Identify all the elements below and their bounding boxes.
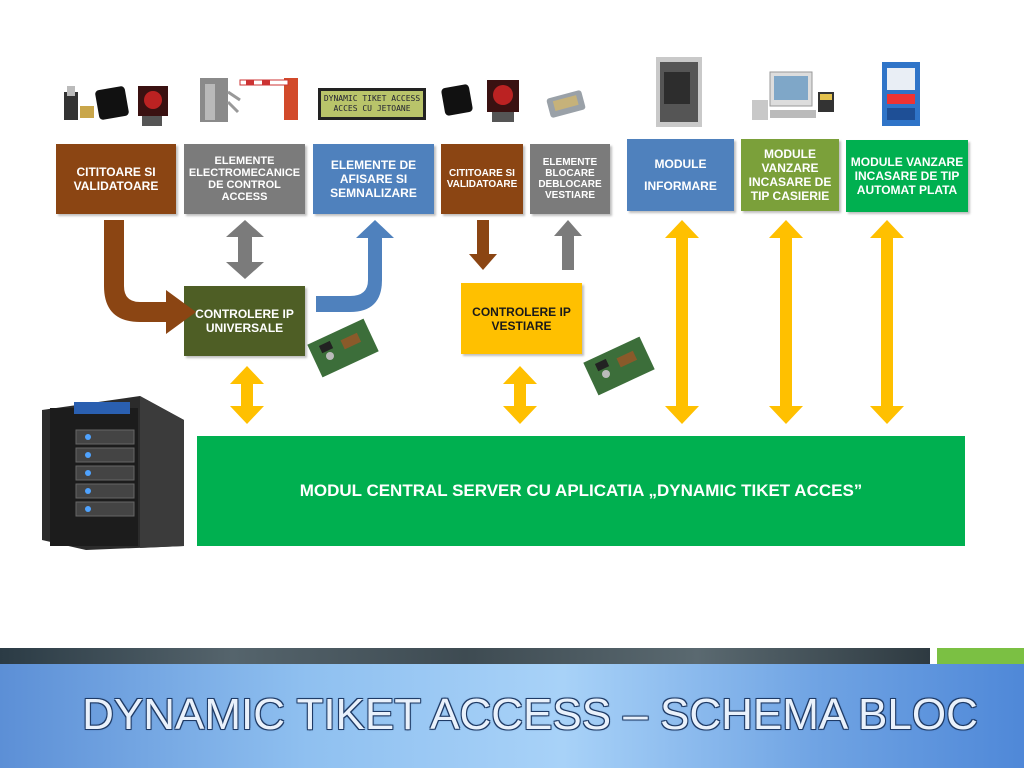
- arrow-grey-double: [226, 220, 264, 279]
- card-reader-icon: [64, 86, 168, 126]
- box-elemente-blocare: ELEMENTE BLOCARE DEBLOCARE VESTIARE: [530, 144, 610, 214]
- box-label: MODULE VANZARE INCASARE DE TIP AUTOMAT P…: [850, 155, 964, 197]
- footer-stripe-dark: [0, 648, 930, 664]
- footer-stripe-green: [937, 648, 1024, 664]
- box-module-vanzare-automat: MODULE VANZARE INCASARE DE TIP AUTOMAT P…: [846, 140, 968, 212]
- arrow-brown-bent: [104, 220, 196, 334]
- lcd-display-icon: DYNAMIC TIKET ACCESS ACCES CU JETOANE: [318, 88, 426, 120]
- arrow-grey-up: [554, 220, 582, 270]
- box-module-informare: MODULE INFORMARE: [627, 139, 734, 211]
- lcd-line-1: DYNAMIC TIKET ACCESS: [323, 94, 421, 103]
- box-label-line-1: MODULE: [654, 157, 707, 171]
- box-modul-central: MODUL CENTRAL SERVER CU APLICATIA „DYNAM…: [197, 436, 965, 546]
- card-reader-icon: [441, 80, 519, 122]
- pcb-controller-icon: [307, 318, 379, 378]
- box-controlere-universale: CONTROLERE IP UNIVERSALE: [184, 286, 305, 356]
- box-cititoare-validatoare: CITITOARE SI VALIDATOARE: [56, 144, 176, 214]
- arrow-yellow-double: [230, 366, 264, 424]
- box-label: CONTROLERE IP VESTIARE: [472, 304, 571, 333]
- box-controlere-vestiare: CONTROLERE IP VESTIARE: [461, 283, 582, 354]
- box-label: ELEMENTE BLOCARE DEBLOCARE VESTIARE: [538, 157, 602, 201]
- arrow-yellow-double: [769, 220, 803, 424]
- box-label: CITITOARE SI VALIDATOARE: [73, 165, 159, 193]
- box-label: MODULE VANZARE INCASARE DE TIP CASIERIE: [748, 147, 832, 203]
- kiosk-icon: [656, 57, 702, 127]
- box-module-vanzare-casierie: MODULE VANZARE INCASARE DE TIP CASIERIE: [741, 139, 839, 211]
- box-cititoare-validatoare-2: CITITOARE SI VALIDATOARE: [441, 144, 523, 214]
- box-elemente-afisare: ELEMENTE DE AFISARE SI SEMNALIZARE: [313, 144, 434, 214]
- turnstile-icon: [200, 78, 241, 122]
- lock-icon: [546, 90, 586, 118]
- arrow-yellow-double: [870, 220, 904, 424]
- box-label: ELEMENTE ELECTROMECANICE DE CONTROL ACCE…: [188, 155, 301, 203]
- box-label-line-2: INFORMARE: [644, 179, 717, 193]
- arrow-yellow-double: [665, 220, 699, 424]
- footer-band: [0, 664, 1024, 768]
- box-label: MODUL CENTRAL SERVER CU APLICATIA „DYNAM…: [299, 481, 863, 500]
- arrow-blue-bent: [316, 220, 394, 312]
- box-label: CITITOARE SI VALIDATOARE: [446, 168, 518, 190]
- lcd-line-2: ACCES CU JETOANE: [333, 104, 411, 113]
- payment-machine-icon: [882, 62, 920, 126]
- barrier-icon: [239, 78, 298, 120]
- slide-title: DYNAMIC TIKET ACCESS – SCHEMA BLOC: [82, 690, 978, 739]
- box-elemente-electromecanice: ELEMENTE ELECTROMECANICE DE CONTROL ACCE…: [184, 144, 305, 214]
- nas-server-icon: [42, 396, 184, 550]
- arrow-brown-down: [469, 220, 497, 270]
- pcb-controller-icon: [583, 336, 655, 396]
- box-label: CONTROLERE IP UNIVERSALE: [195, 307, 294, 335]
- arrow-yellow-double: [503, 366, 537, 424]
- pos-terminal-icon: [752, 71, 834, 120]
- box-label: ELEMENTE DE AFISARE SI SEMNALIZARE: [330, 158, 417, 200]
